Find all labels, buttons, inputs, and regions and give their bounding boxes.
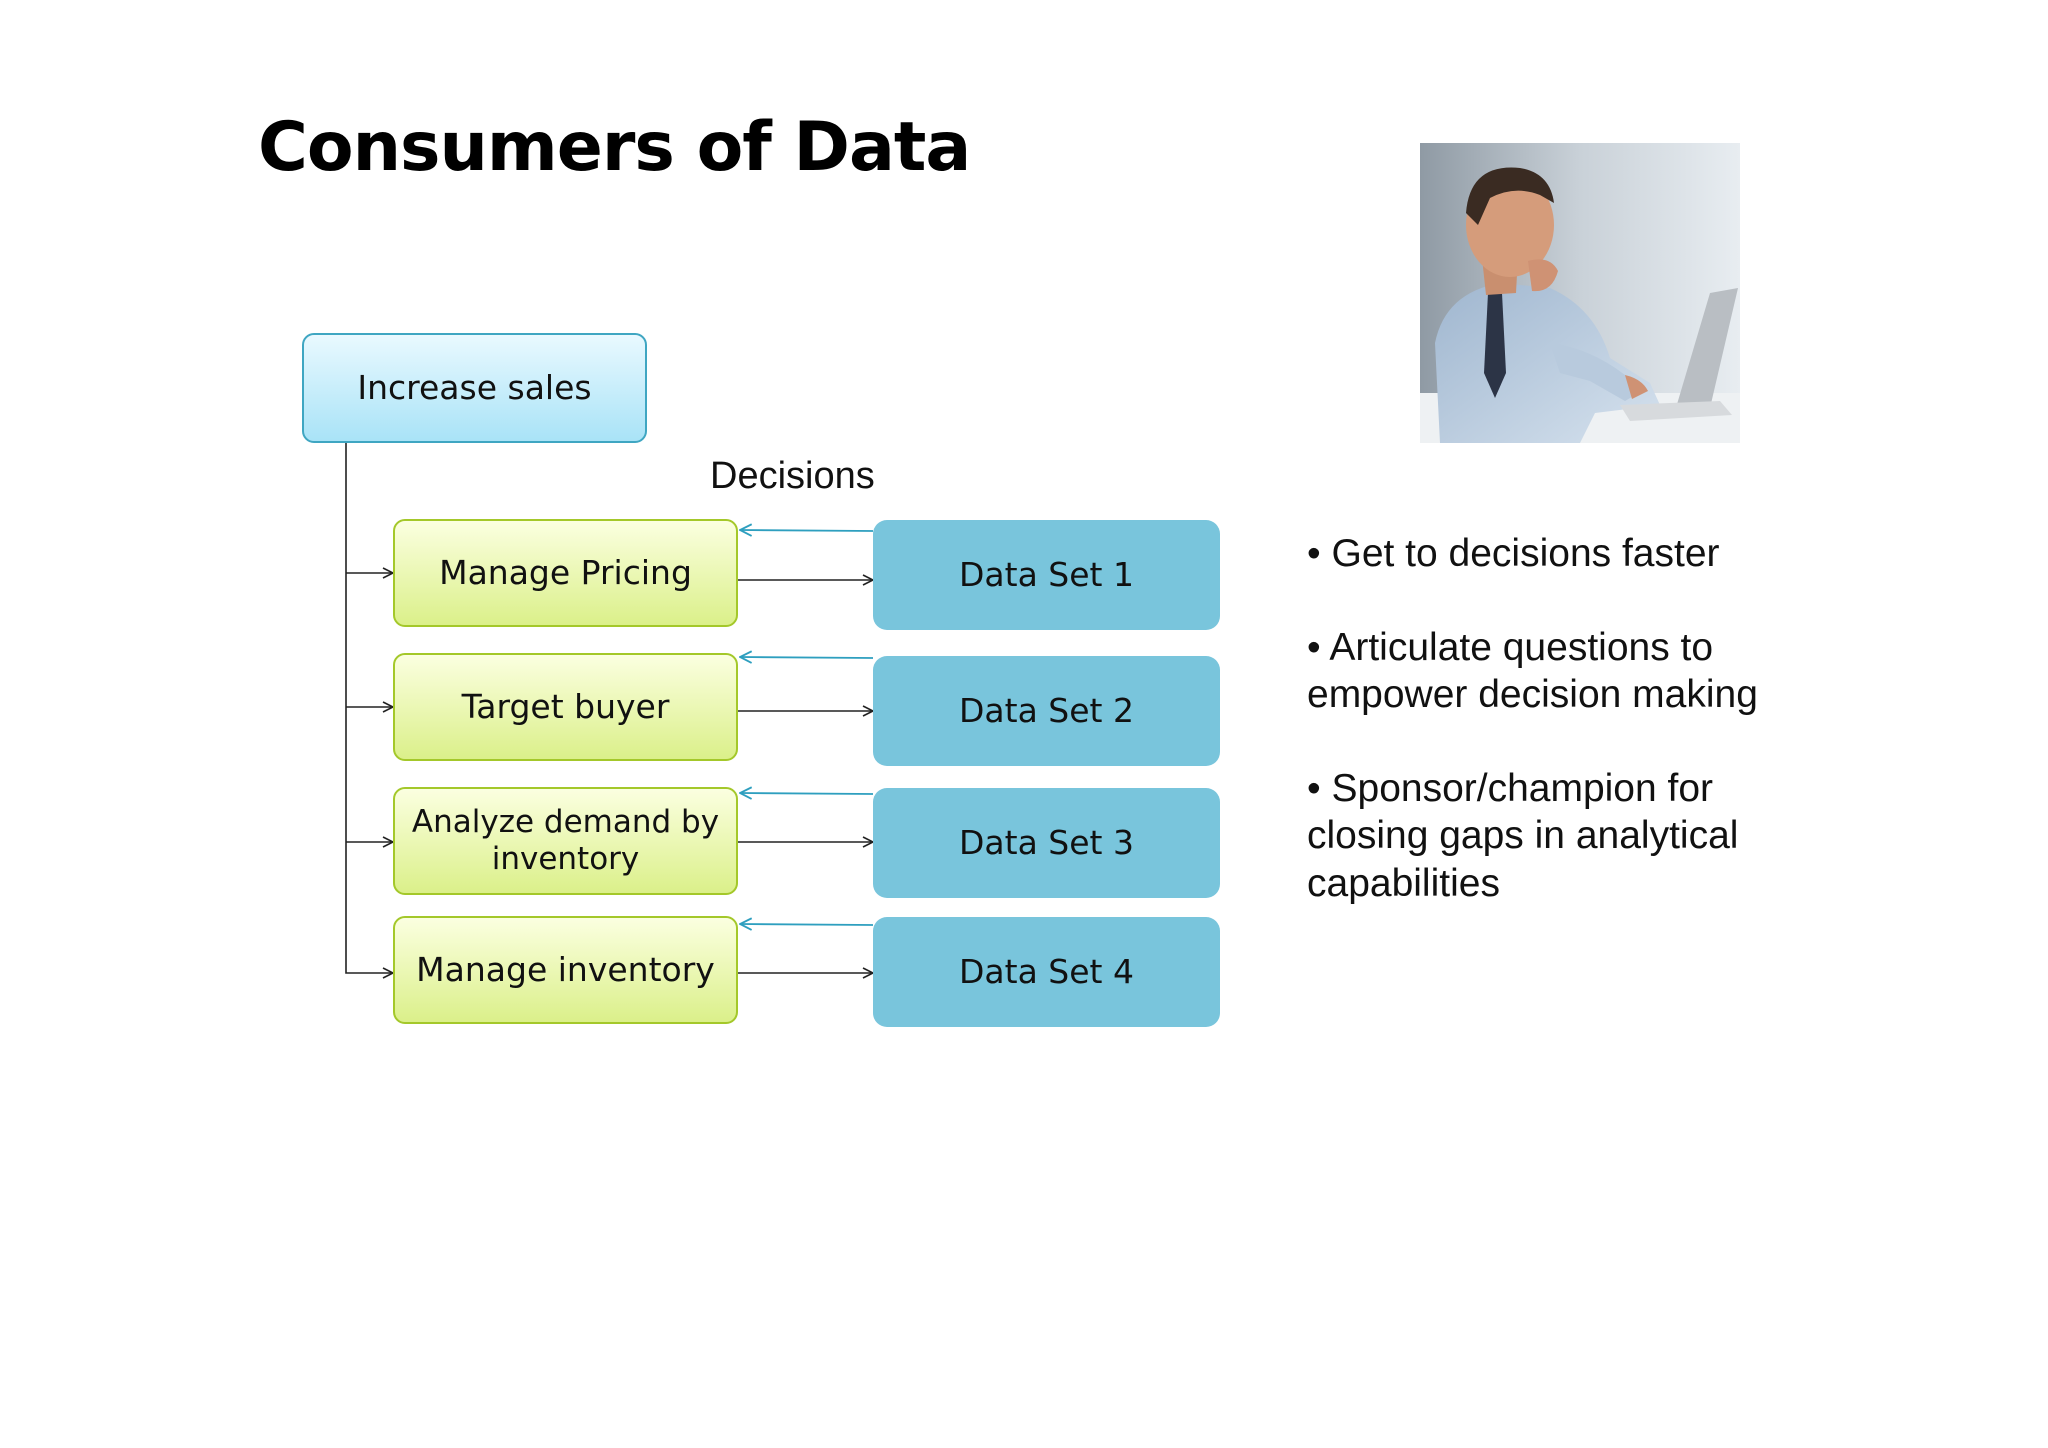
bullet-item: • Articulate questions to empower decisi…: [1307, 625, 1758, 717]
businessman-laptop-illustration: [1420, 143, 1740, 443]
goal-box: Increase sales: [302, 333, 647, 443]
decisions-label: Decisions: [710, 455, 875, 497]
dataset-box: Data Set 1: [873, 520, 1220, 630]
decision-box: Manage Pricing: [393, 519, 738, 627]
dataset-box: Data Set 3: [873, 788, 1220, 898]
businessman-photo: [1420, 143, 1740, 443]
decision-box: Manage inventory: [393, 916, 738, 1024]
decision-box: Target buyer: [393, 653, 738, 761]
dataset-box: Data Set 2: [873, 656, 1220, 766]
bullet-list: • Get to decisions faster • Articulate q…: [1307, 530, 1827, 953]
dataset-box: Data Set 4: [873, 917, 1220, 1027]
dataset-2-feedback: [740, 657, 874, 658]
bullet-item: • Sponsor/champion for closing gaps in a…: [1307, 766, 1739, 905]
decision-box: Analyze demand by inventory: [393, 787, 738, 895]
bullet-item: • Get to decisions faster: [1307, 532, 1720, 575]
slide-title: Consumers of Data: [258, 108, 971, 187]
dataset-3-feedback: [740, 793, 874, 794]
dataset-4-feedback: [740, 924, 874, 925]
dataset-1-feedback: [740, 530, 874, 531]
trunk-to-decision-4: [345, 443, 393, 973]
